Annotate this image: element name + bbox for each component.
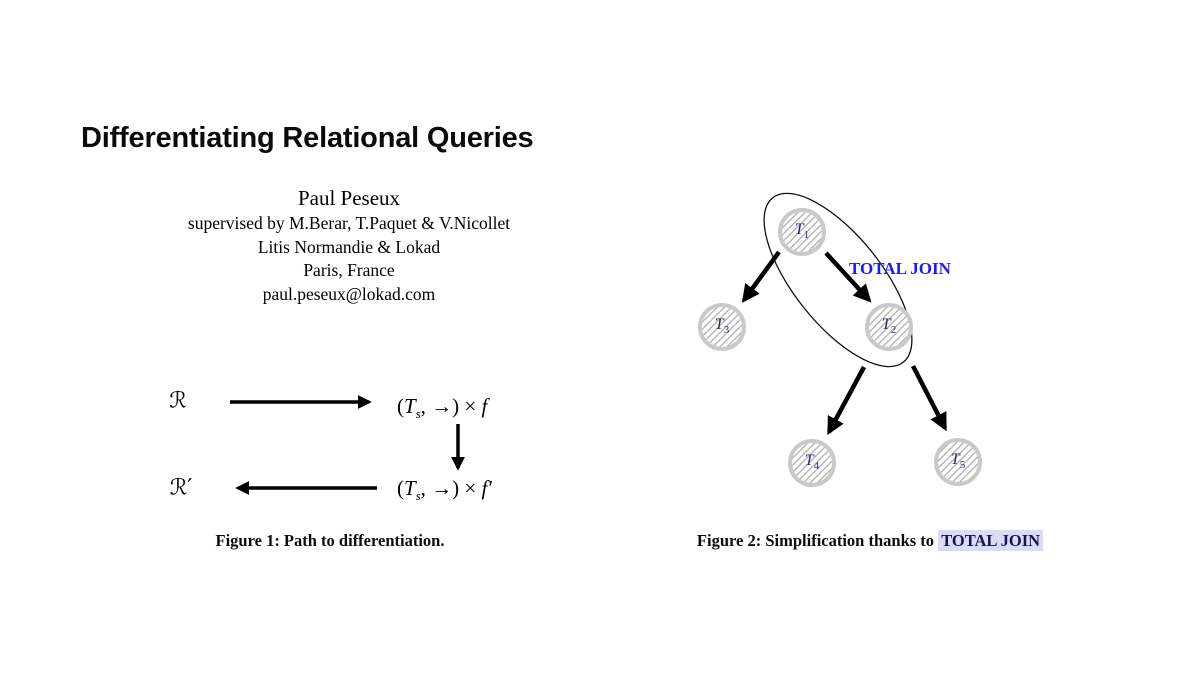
node-t1-sub: 1 — [803, 229, 810, 242]
expr-ts-fprime: (Ts, →) × f′ — [397, 476, 492, 504]
expr-rest: , →) × — [420, 475, 482, 500]
node-t1-base: T — [794, 220, 804, 238]
node-t4-sub: 4 — [813, 460, 820, 473]
figure2-caption: Figure 2: Simplification thanks to TOTAL… — [660, 530, 1080, 551]
expr-open-paren: ( — [397, 393, 404, 418]
node-t1-circle — [778, 208, 826, 256]
expr-t: T — [404, 393, 416, 418]
node-t2-circle — [865, 303, 913, 351]
paper-title: Differentiating Relational Queries — [81, 122, 534, 154]
node-t1-label: T1 — [795, 221, 809, 241]
author-supervisors: supervised by M.Berar, T.Paquet & V.Nico… — [187, 213, 511, 233]
node-t3-base: T — [714, 315, 724, 333]
figure2-caption-highlight: TOTAL JOIN — [938, 530, 1044, 551]
arrow-t1-t3 — [741, 250, 781, 303]
node-t4-label: T4 — [805, 452, 819, 472]
node-t4-circle — [788, 439, 836, 487]
node-t5-label: T5 — [951, 451, 965, 471]
expr-sub-s: s — [415, 407, 421, 422]
author-affiliation: Litis Normandie & Lokad — [257, 236, 441, 257]
author-block: Paul Peseux supervised by M.Berar, T.Paq… — [148, 185, 550, 306]
node-t5-base: T — [950, 450, 960, 468]
node-t2-label: T2 — [882, 316, 896, 336]
expr-t: T — [404, 475, 416, 500]
arrow-t1-t2 — [824, 251, 872, 303]
figure2-caption-text: Figure 2: Simplification thanks to — [696, 531, 939, 550]
node-t3-circle — [698, 303, 746, 351]
node-t3-label: T3 — [715, 316, 729, 336]
expr-fprime: f′ — [481, 475, 492, 500]
node-t5-sub: 5 — [959, 459, 966, 472]
total-join-annotation: TOTAL JOIN — [849, 259, 951, 278]
node-t2-sub: 2 — [890, 324, 897, 337]
total-join-ellipse — [763, 192, 913, 368]
arrow-t2-t5 — [911, 364, 947, 432]
node-t5-circle — [934, 438, 982, 486]
author-location: Paris, France — [303, 260, 395, 280]
expr-rest: , →) × — [420, 393, 482, 418]
relation-prime-symbol: ℛ′ — [169, 475, 193, 501]
arrow-t2-t4 — [827, 365, 866, 436]
author-name: Paul Peseux — [297, 186, 401, 210]
author-email: paul.peseux@lokad.com — [262, 283, 436, 304]
node-t2-base: T — [881, 315, 891, 333]
node-t4-base: T — [804, 451, 814, 469]
figure1-caption: Figure 1: Path to differentiation. — [215, 531, 445, 550]
figure1-diagram — [230, 395, 465, 495]
expr-sub-s: s — [415, 489, 421, 504]
figure2-diagram — [698, 192, 982, 487]
expr-f: f — [481, 393, 488, 418]
expr-open-paren: ( — [397, 475, 404, 500]
relation-symbol: ℛ — [169, 388, 187, 414]
expr-ts-f: (Ts, →) × f — [397, 394, 487, 422]
node-t3-sub: 3 — [723, 324, 730, 337]
